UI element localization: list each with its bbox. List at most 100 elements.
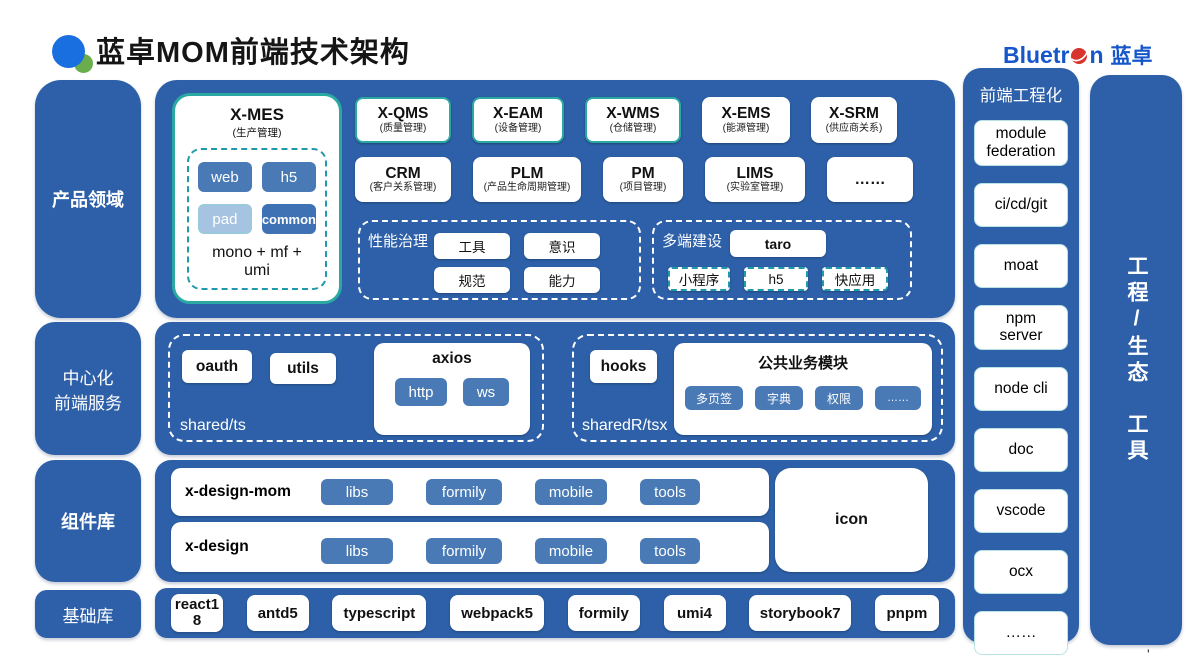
product-subtitle: (项目管理) [619,182,667,194]
performance-label: 性能治理 [368,233,429,250]
xmes-title: X-MES [230,105,284,124]
brand-logo: Bluetr n 蓝卓 [1003,40,1153,70]
axios-title: axios [432,350,472,367]
module-chip-more: …… [875,386,921,410]
xmes-card: X-MES (生产管理) web h5 pad common mono + mf… [172,93,342,304]
x-design-mom-label: x-design-mom [185,483,291,500]
product-subtitle: (仓储管理) [609,122,657,134]
product-name: X-EMS [721,105,771,123]
product-domain-panel: X-MES (生产管理) web h5 pad common mono + mf… [155,80,955,318]
utils-card: utils [270,353,336,384]
hooks-card: hooks [590,350,657,383]
product-subtitle: (客户关系管理) [369,182,437,194]
xmes-web-chip: web [198,162,252,192]
products-row-2: CRM (客户关系管理) PLM (产品生命周期管理) PM (项目管理) LI… [355,157,913,202]
engineering-item: moat [974,243,1068,288]
engineering-item: ocx [974,550,1068,595]
product-name: PLM [510,164,544,182]
engineering-item: module federation [974,120,1068,166]
performance-governance-box: 性能治理 工具 意识 规范 能力 [358,220,641,300]
product-name: …… [854,170,886,188]
formily-chip: formily [426,479,502,505]
multi-end-item: 小程序 [668,267,730,291]
product-card: X-SRM (供应商关系) [811,97,897,143]
tools-rail-label: 工程/生态 工具 [1125,255,1148,465]
base-lib-panel: react18 antd5 typescript webpack5 formil… [155,588,955,638]
common-business-module-card: 公共业务模块 多页签 字典 权限 …… [674,343,932,435]
sidebar-label: 前端服务 [54,393,122,413]
engineering-item-more: …… [974,611,1068,656]
engineering-item: ci/cd/git [974,182,1068,227]
perf-item: 能力 [524,267,600,293]
stray-mark: ' [1147,646,1150,662]
multi-end-item: 快应用 [822,267,888,291]
product-subtitle: (能源管理) [722,122,770,134]
multi-end-box: 多端建设 taro 小程序 h5 快应用 [652,220,912,300]
frontend-engineering-title: 前端工程化 [979,87,1063,105]
shared-tsx-group: hooks 公共业务模块 多页签 字典 权限 …… sharedR/tsx [572,334,943,442]
libs-chip: libs [321,538,393,564]
base-lib-item: storybook7 [749,595,852,631]
shared-ts-tag: shared/ts [180,417,246,434]
product-subtitle: (产品生命周期管理) [483,182,571,194]
taro-chip: taro [730,230,826,257]
mobile-chip: mobile [535,538,607,564]
product-subtitle: (设备管理) [494,122,542,134]
logo-blue-circle-icon [52,35,85,68]
xmes-h5-chip: h5 [261,162,316,192]
central-services-panel: oauth utils axios http ws shared/ts hook… [155,322,955,455]
product-card: X-EAM (设备管理) [472,97,564,143]
frontend-engineering-panel: 前端工程化 module federation ci/cd/git moat n… [963,68,1079,656]
product-name: X-QMS [377,105,429,123]
product-name: CRM [385,164,421,182]
base-lib-item: formily [567,595,640,631]
base-lib-item: typescript [332,595,427,631]
brand-text-cn: 蓝卓 [1110,45,1153,68]
base-lib-item: webpack5 [450,595,545,631]
perf-item: 规范 [434,267,510,293]
product-card: CRM (客户关系管理) [355,157,451,202]
common-business-module-title: 公共业务模块 [757,355,848,372]
product-name: LIMS [736,164,774,182]
product-subtitle: (实验室管理) [726,182,784,194]
brand-planet-icon [1070,47,1089,65]
product-card: PM (项目管理) [603,157,683,202]
product-card: X-QMS (质量管理) [355,97,451,143]
engineering-item: node cli [974,367,1068,412]
tools-chip: tools [640,479,700,505]
product-subtitle: (质量管理) [379,122,427,134]
axios-card: axios http ws [374,343,530,435]
icon-label: icon [835,511,868,528]
sidebar-label: 中心化 [62,368,114,388]
product-name: X-EAM [493,105,543,123]
sidebar-item-product-domain: 产品领域 [35,80,141,318]
page-title: 蓝卓MOM前端技术架构 [96,37,410,69]
x-design-label: x-design [185,538,249,555]
module-chip: 多页签 [685,386,743,410]
sidebar-label: 组件库 [61,512,115,532]
product-card: LIMS (实验室管理) [705,157,805,202]
product-name: PM [631,164,655,182]
brand-text-right: n [1089,41,1104,68]
component-lib-panel: x-design-mom libs formily mobile tools x… [155,460,955,582]
base-lib-item: pnpm [874,595,939,631]
product-subtitle: (供应商关系) [825,122,883,134]
product-card: X-EMS (能源管理) [702,97,790,143]
libs-chip: libs [321,479,393,505]
product-card: PLM (产品生命周期管理) [473,157,581,202]
sidebar-item-component-lib: 组件库 [35,460,141,582]
oauth-card: oauth [182,350,252,383]
multi-end-label: 多端建设 [662,233,723,250]
ws-chip: ws [463,378,509,406]
sidebar-item-base-lib: 基础库 [35,590,141,638]
sidebar-label: 产品领域 [52,190,124,210]
shared-ts-group: oauth utils axios http ws shared/ts [168,334,544,442]
base-lib-item: react18 [171,594,223,632]
product-card: X-WMS (仓储管理) [585,97,681,143]
engineering-item: doc [974,428,1068,473]
product-card-more: …… [827,157,913,202]
x-design-row: x-design libs formily mobile tools [171,522,769,572]
base-lib-item: antd5 [246,595,309,631]
engineering-item: vscode [974,489,1068,534]
sidebar-label: 基础库 [62,606,114,626]
